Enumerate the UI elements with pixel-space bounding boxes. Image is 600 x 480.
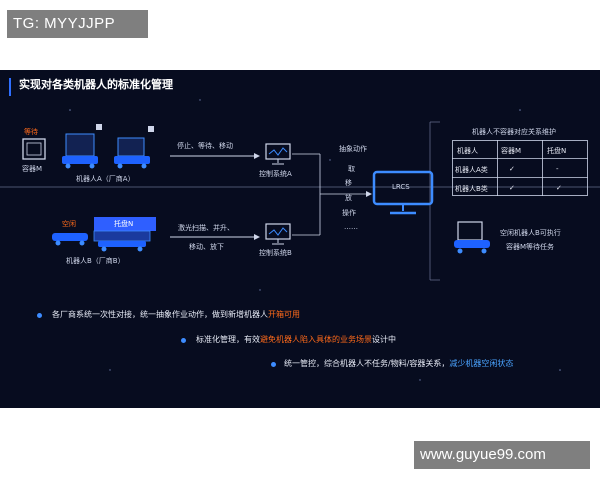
connector-lines — [292, 153, 372, 236]
task-note-line2: 容器M等待任务 — [506, 243, 555, 251]
bullet-2-text2: 设计中 — [372, 335, 396, 344]
robot-a-label: 机器人A（厂商A） — [76, 175, 135, 183]
container-m-label: 容器M — [22, 165, 43, 173]
table-cell: 机器人B类 — [455, 185, 488, 193]
table-cell: ✓ — [556, 184, 562, 192]
pallet-n-badge — [94, 217, 156, 231]
bullet-1-text: 各厂商系统一次性对接，统一抽象作业动作，做到新增机器人 — [52, 310, 268, 319]
control-system-a-icon — [265, 143, 291, 165]
abstract-action-item: …… — [344, 223, 358, 231]
robot-b-actions-line2: 移动、放下 — [189, 243, 224, 251]
abstract-action-item: 移 — [345, 179, 352, 187]
bullet-1-highlight: 开箱可用 — [268, 310, 300, 319]
table-cell: ✓ — [509, 184, 515, 192]
abstract-action-item: 操作 — [342, 209, 356, 217]
relation-table-title: 机器人不容器对应关系维护 — [472, 128, 556, 136]
table-header-cell: 托盘N — [547, 147, 567, 155]
arrow-a-icon — [170, 153, 260, 159]
slide-decoration — [0, 78, 600, 381]
abstract-actions-title: 抽象动作 — [339, 145, 367, 153]
lrcs-label: LRCS — [392, 183, 410, 191]
abstract-action-item: 取 — [348, 165, 355, 173]
table-cell: - — [556, 165, 559, 173]
control-system-b-icon — [265, 223, 291, 245]
task-note-line1: 空闲机器人B可执行 — [500, 229, 561, 237]
robot-b-label: 机器人B（厂商B） — [66, 257, 125, 265]
bullet-2: 标准化管理，有效避免机器人陷入具体的业务场景设计中 — [196, 334, 396, 345]
control-system-b-label: 控制系统B — [259, 249, 292, 257]
watermark-top: TG: MYYJJPP — [7, 10, 148, 38]
bullet-3: 统一管控，综合机器人不任务/物料/容器关系，减少机器空闲状态 — [284, 358, 513, 369]
bullet-3-text: 统一管控，综合机器人不任务/物料/容器关系， — [284, 359, 450, 368]
table-cell: ✓ — [509, 165, 515, 173]
bullet-1: 各厂商系统一次性对接，统一抽象作业动作，做到新增机器人开箱可用 — [52, 309, 300, 320]
bullet-dot — [181, 338, 186, 343]
watermark-bottom: www.guyue99.com — [414, 441, 590, 469]
arrow-b-icon — [170, 234, 260, 240]
table-header-cell: 容器M — [501, 147, 522, 155]
pallet-n-label: 托盘N — [114, 220, 134, 228]
robot-b-status: 空闲 — [62, 220, 76, 228]
robot-a-icon — [62, 124, 154, 169]
bullet-dot — [37, 313, 42, 318]
bullet-dot — [271, 362, 276, 367]
robot-b-actions-line1: 激光扫描、并升、 — [178, 224, 234, 232]
table-cell: 机器人A类 — [455, 166, 488, 174]
slide-title: 实现对各类机器人的标准化管理 — [19, 78, 173, 91]
robot-b-icon — [52, 230, 151, 252]
abstract-action-item: 放 — [345, 194, 352, 202]
bullet-2-highlight: 避免机器人陷入具体的业务场景 — [260, 335, 372, 344]
control-system-a-label: 控制系统A — [259, 170, 292, 178]
robot-a-actions: 停止、等待、移动 — [177, 142, 233, 150]
lrcs-monitor-icon — [372, 170, 434, 215]
slide: 实现对各类机器人的标准化管理 等待 容器M 机器人A（厂商A） 停止、等待、移动… — [0, 70, 600, 408]
container-m-icon — [22, 138, 46, 160]
table-header-cell: 机器人 — [457, 147, 478, 155]
idle-robot-icon — [454, 221, 490, 254]
bullet-3-highlight: 减少机器空闲状态 — [449, 359, 514, 368]
robot-a-status: 等待 — [24, 128, 38, 136]
bullet-2-text: 标准化管理，有效 — [196, 335, 260, 344]
relation-table-grid — [452, 140, 588, 196]
